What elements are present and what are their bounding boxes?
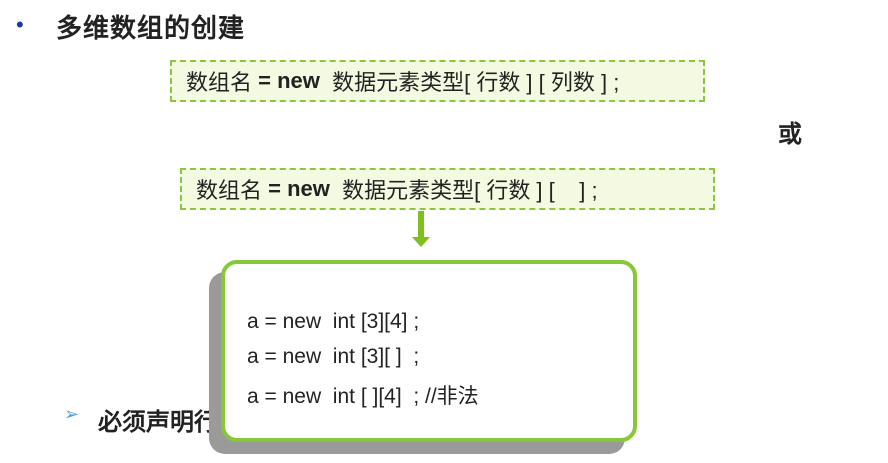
sub-bullet-text: 必须声明行 xyxy=(98,409,218,436)
syntax-box-rows-only: 数组名 = new 数据元素类型[ 行数 ] [ ] ; xyxy=(180,168,715,210)
down-arrow-icon xyxy=(412,237,430,247)
code-line: a = new int [3][4] ; xyxy=(247,310,420,333)
sub-bullet-arrow-icon: ➢ xyxy=(64,404,80,424)
code-example-card: a = new int [3][4] ; a = new int [3][ ] … xyxy=(221,260,637,442)
syntax-prefix: 数组名 xyxy=(186,70,259,95)
code-line: a = new int [3][ ] ; xyxy=(247,345,420,368)
down-arrow-shaft xyxy=(418,211,424,239)
slide-title: 多维数组的创建 xyxy=(56,13,246,43)
syntax-box-full: 数组名 = new 数据元素类型[ 行数 ] [ 列数 ] ; xyxy=(170,60,705,102)
syntax-rest: 数据元素类型[ 行数 ] [ ] ; xyxy=(329,178,598,203)
code-line: a = new int [ ][4] ; //非法 xyxy=(247,385,479,408)
or-label: 或 xyxy=(778,121,802,148)
title-bullet: • xyxy=(16,12,24,37)
syntax-rest: 数据元素类型[ 行数 ] [ 列数 ] ; xyxy=(319,70,620,95)
syntax-keyword: = new xyxy=(258,68,320,93)
syntax-prefix: 数组名 xyxy=(196,178,269,203)
syntax-keyword: = new xyxy=(268,176,330,201)
